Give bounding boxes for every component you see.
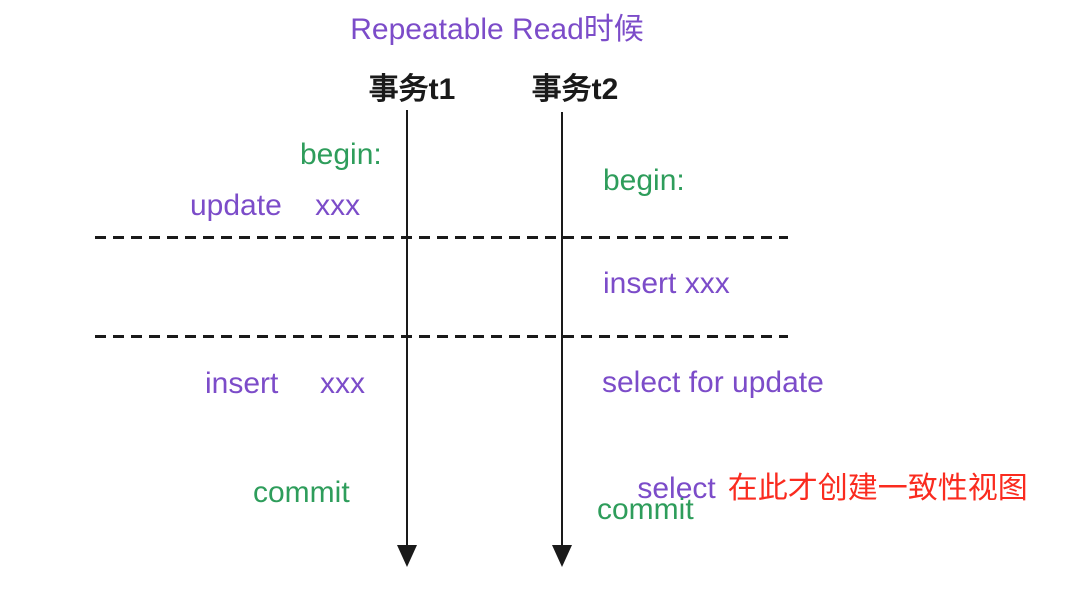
section-divider-bottom [95,335,788,338]
t2-insert-label: insert xxx [603,267,730,300]
t2-select-for-update-label: select for update [602,366,824,399]
section-divider-top [95,236,788,239]
t1-header: 事务t1 [368,73,456,106]
t2-select-annotation: 在此才创建一致性视图 [727,472,1028,505]
t1-arrow-down-icon [397,545,417,567]
t1-insert-label: insert xxx [205,367,366,400]
t1-update-label: update xxx [190,189,361,222]
t2-header: 事务t2 [531,73,619,106]
t2-begin-label: begin: [603,164,685,197]
t2-select-row: select 在此才创建一致性视图 [604,435,1028,543]
t1-commit-label: commit [253,476,350,509]
t2-commit-label: commit [597,493,694,526]
t2-timeline-line [561,112,563,547]
t2-arrow-down-icon [552,545,572,567]
t1-timeline-line [406,110,408,547]
diagram-title: Repeatable Read时候 [350,13,644,46]
t2-select-label: select [637,472,716,505]
t1-begin-label: begin: [300,138,382,171]
